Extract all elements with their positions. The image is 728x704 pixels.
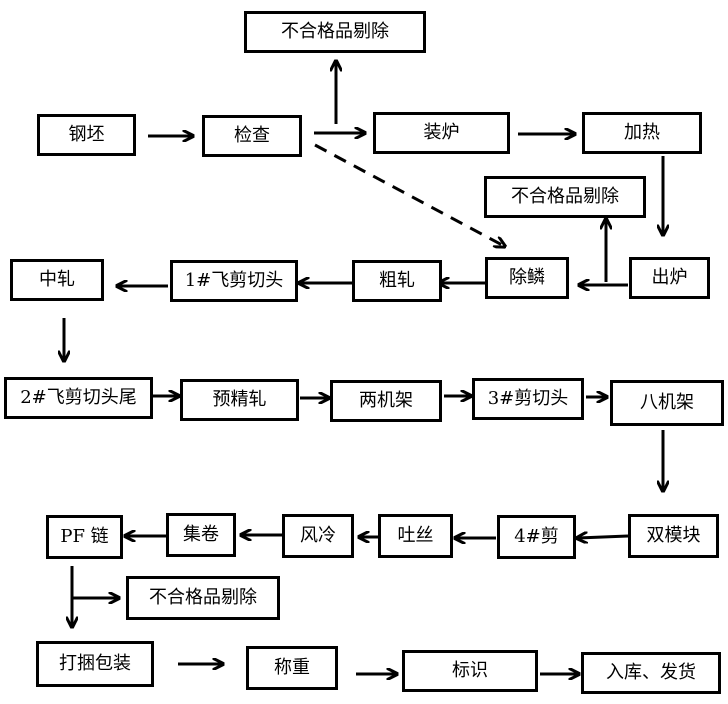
arrow-inspect-descale-dashed [314, 143, 504, 246]
node-bundle: 打捆包装 [36, 641, 154, 687]
node-discharge: 出炉 [629, 257, 710, 299]
node-label: 入库、发货 [606, 662, 696, 683]
node-label: 钢坯 [68, 124, 105, 145]
node-eight-stand: 八机架 [610, 380, 724, 426]
node-label: 双模块 [646, 525, 701, 546]
node-label: 打捆包装 [59, 653, 131, 674]
node-lay: 吐丝 [378, 514, 453, 558]
node-label: 不合格品剔除 [511, 186, 619, 207]
node-label: 八机架 [640, 392, 694, 413]
node-label: 4#剪 [514, 526, 559, 547]
node-label: 标识 [402, 650, 538, 692]
node-weigh: 称重 [246, 646, 338, 690]
node-store: 入库、发货 [581, 652, 721, 694]
node-mid-roll: 中轧 [10, 259, 104, 301]
node-shear3: 3#剪切头 [472, 378, 584, 420]
node-label: 粗轧 [379, 270, 415, 291]
node-twin-module: 双模块 [628, 514, 719, 558]
node-descale: 除鳞 [485, 257, 569, 299]
node-reject-top: 不合格品剔除 [244, 11, 426, 53]
node-label: 不合格品剔除 [149, 587, 257, 608]
node-reject-low: 不合格品剔除 [126, 576, 280, 620]
node-label: 中轧 [39, 269, 75, 290]
node-label: 加热 [624, 122, 660, 143]
node-shear2: 2#飞剪切头尾 [4, 377, 153, 419]
node-reject-mid: 不合格品剔除 [484, 176, 646, 218]
node-label-text: 标识 [452, 660, 488, 681]
node-inspect: 检查 [202, 115, 302, 157]
node-label: 预精轧 [212, 389, 267, 410]
node-label: 除鳞 [509, 267, 545, 288]
node-label: 集卷 [183, 524, 219, 545]
node-label: 装炉 [423, 122, 460, 143]
node-pf-chain: PF 链 [46, 515, 123, 559]
node-shear1: 1#飞剪切头 [170, 260, 298, 302]
node-label: 检查 [234, 125, 270, 146]
node-label: 3#剪切头 [487, 388, 569, 409]
node-pre-finish: 预精轧 [180, 379, 299, 421]
node-label: 出炉 [651, 267, 688, 288]
node-coil: 集卷 [166, 513, 236, 557]
node-label: 不合格品剔除 [281, 21, 389, 42]
node-charge: 装炉 [373, 112, 510, 154]
node-label: 两机架 [359, 390, 413, 411]
node-rough-roll: 粗轧 [352, 260, 442, 302]
node-billet: 钢坯 [37, 114, 136, 156]
node-label: 2#飞剪切头尾 [20, 387, 137, 408]
node-shear4: 4#剪 [497, 515, 576, 559]
node-two-stand: 两机架 [330, 380, 442, 422]
node-label: 吐丝 [397, 525, 434, 546]
node-label: PF 链 [60, 526, 109, 547]
node-label: 称重 [274, 657, 310, 678]
node-heat: 加热 [582, 112, 702, 154]
arrow-twinmodule-shear4 [578, 536, 629, 538]
node-label: 1#飞剪切头 [184, 270, 284, 291]
node-label: 风冷 [300, 525, 336, 546]
node-air-cool: 风冷 [282, 514, 354, 558]
